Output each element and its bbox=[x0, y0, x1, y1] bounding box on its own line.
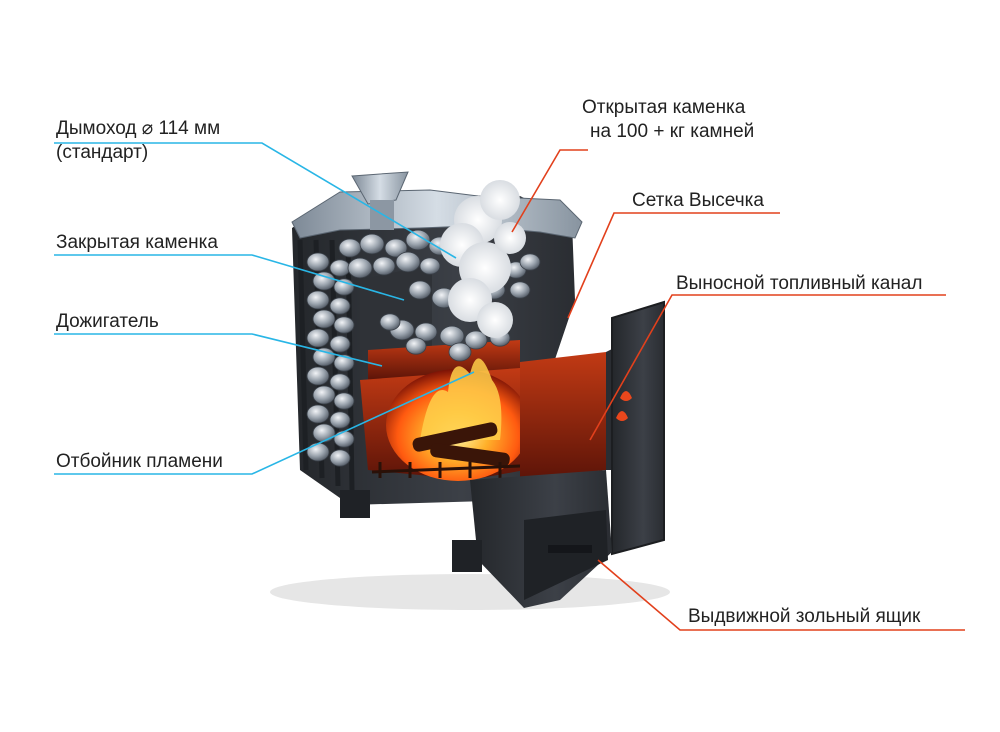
stone bbox=[312, 309, 336, 329]
stone bbox=[329, 259, 351, 277]
stone bbox=[329, 373, 351, 391]
label-afterburner: Дожигатель bbox=[56, 311, 159, 332]
stone bbox=[333, 316, 355, 334]
grate bbox=[371, 462, 521, 478]
stone bbox=[509, 281, 531, 299]
stone bbox=[312, 271, 336, 291]
label-flame-deflector: Отбойник пламени bbox=[56, 451, 223, 472]
label-chimney-line1: Дымоход ⌀ 114 мм bbox=[56, 118, 221, 139]
label-remote-fuel-channel: Выносной топливный канал bbox=[676, 273, 923, 294]
stone bbox=[329, 335, 351, 353]
left-leaders bbox=[54, 142, 475, 475]
stone bbox=[306, 328, 330, 348]
stone bbox=[329, 411, 351, 429]
chimney-pipe bbox=[351, 171, 409, 230]
stone bbox=[405, 337, 427, 355]
stone bbox=[333, 354, 355, 372]
stone bbox=[519, 253, 541, 271]
ground-shadow bbox=[270, 574, 670, 610]
stone bbox=[372, 256, 396, 276]
stone bbox=[329, 449, 351, 467]
label-open-heater: Открытая каменка на 100 + кг камней bbox=[582, 96, 754, 144]
stone bbox=[333, 278, 355, 296]
stone bbox=[306, 404, 330, 424]
stone bbox=[312, 385, 336, 405]
stone bbox=[306, 290, 330, 310]
fuel-channel bbox=[520, 300, 665, 556]
right-leaders bbox=[511, 149, 965, 631]
stone bbox=[448, 342, 472, 362]
stone bbox=[464, 330, 488, 350]
stove-legs bbox=[340, 490, 482, 572]
stone bbox=[359, 233, 385, 255]
stone bbox=[379, 313, 401, 331]
steam bbox=[440, 180, 526, 338]
stone bbox=[333, 392, 355, 410]
stone bbox=[414, 322, 438, 342]
stone bbox=[312, 423, 336, 443]
stone bbox=[408, 280, 432, 300]
stone bbox=[333, 430, 355, 448]
stone bbox=[405, 229, 431, 251]
ash-drawer bbox=[470, 470, 612, 608]
label-chimney: Дымоход ⌀ 114 мм (стандарт) bbox=[56, 117, 220, 165]
stone bbox=[384, 238, 408, 258]
stone bbox=[338, 238, 362, 258]
stone bbox=[329, 297, 351, 315]
stone bbox=[306, 252, 330, 272]
stone bbox=[395, 251, 421, 273]
stone bbox=[312, 347, 336, 367]
logs bbox=[412, 422, 510, 467]
flames bbox=[420, 358, 502, 440]
stone bbox=[306, 366, 330, 386]
stone bbox=[419, 257, 441, 275]
label-ash-drawer: Выдвижной зольный ящик bbox=[688, 606, 921, 627]
label-open-heater-line2: на 100 + кг камней bbox=[590, 121, 755, 142]
stone bbox=[306, 442, 330, 462]
label-open-heater-line1: Открытая каменка bbox=[582, 97, 746, 118]
stone bbox=[347, 257, 373, 279]
heater-stones bbox=[306, 252, 355, 467]
label-closed-heater: Закрытая каменка bbox=[56, 232, 218, 253]
label-chimney-line2: (стандарт) bbox=[56, 142, 149, 163]
label-mesh: Сетка Высечка bbox=[632, 190, 764, 211]
